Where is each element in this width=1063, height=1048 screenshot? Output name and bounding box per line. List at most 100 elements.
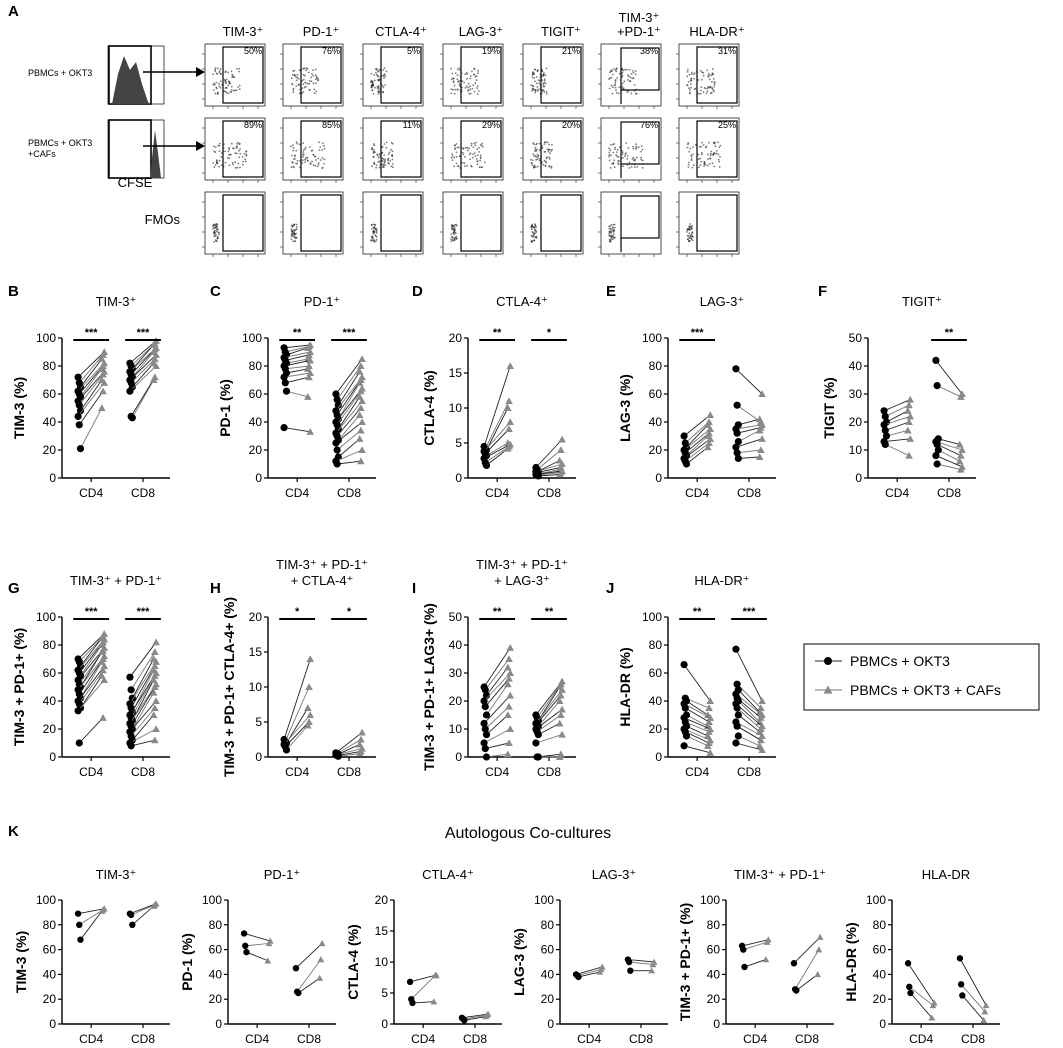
event-dot (707, 75, 710, 78)
pair-line (130, 686, 156, 727)
event-dot (375, 227, 378, 230)
pair-line (245, 942, 270, 947)
event-dot (535, 158, 537, 161)
event-dot (228, 164, 231, 167)
y-tick-label: 15 (449, 366, 463, 380)
event-dot (313, 88, 316, 91)
event-dot (542, 74, 545, 76)
gate-box (620, 121, 660, 165)
event-dot (391, 153, 393, 156)
gate-percent: 25% (718, 120, 736, 130)
point-pbmc-okt3-cafs (151, 736, 159, 744)
y-tick-label: 0 (547, 1017, 554, 1031)
event-dot (298, 69, 301, 72)
flow-plot: 20% (520, 117, 584, 183)
event-dot (457, 165, 460, 168)
point-pbmc-okt3-cafs (100, 676, 109, 684)
pair-line (80, 637, 103, 667)
event-dot (229, 153, 231, 156)
event-dot (321, 149, 323, 151)
event-dot (317, 79, 319, 82)
point-pbmc-okt3 (790, 960, 798, 967)
y-tick-label: 40 (449, 638, 463, 652)
point-pbmc-okt3 (481, 703, 489, 711)
point-pbmc-okt3-cafs (149, 688, 158, 696)
section-k-title: Autologous Co-cultures (445, 825, 611, 842)
plot-frame (204, 191, 266, 255)
y-tick-label: 80 (43, 638, 57, 652)
legend-frame (803, 643, 1040, 711)
event-dot (536, 86, 539, 88)
point-pbmc-okt3-cafs (504, 750, 512, 758)
event-dot (708, 86, 711, 88)
y-tick-label: 60 (707, 943, 721, 957)
event-dot (320, 159, 322, 161)
event-dot (373, 161, 376, 164)
event-dot (616, 155, 618, 158)
point-pbmc-okt3 (733, 429, 741, 437)
event-dot (235, 152, 238, 155)
event-dot (535, 229, 537, 232)
point-pbmc-okt3-cafs (304, 704, 312, 712)
event-dot (610, 76, 613, 79)
event-dot (385, 146, 388, 149)
y-tick-label: 40 (873, 967, 887, 981)
plot-frame (282, 117, 344, 181)
point-pbmc-okt3 (76, 921, 83, 928)
point-pbmc-okt3 (907, 989, 914, 997)
pair-line (535, 709, 563, 730)
pair-line (685, 721, 710, 733)
event-dot (290, 238, 293, 241)
event-dot (530, 162, 533, 165)
event-dot (536, 158, 539, 161)
event-dot (702, 91, 705, 94)
point-pbmc-okt3 (481, 745, 489, 753)
event-dot (539, 84, 542, 87)
pair-line (685, 707, 710, 723)
point-pbmc-okt3 (295, 989, 302, 997)
event-dot (234, 167, 237, 169)
event-dot (717, 158, 720, 161)
event-dot (543, 85, 546, 88)
point-pbmc-okt3-cafs (762, 956, 770, 963)
event-dot (690, 77, 693, 80)
pair-line (486, 407, 509, 451)
point-pbmc-okt3-cafs (504, 404, 512, 412)
event-dot (627, 79, 629, 81)
pair-line (485, 446, 510, 463)
point-pbmc-okt3 (128, 414, 136, 422)
event-dot (610, 70, 613, 73)
event-dot (215, 72, 218, 75)
event-dot (538, 158, 541, 160)
event-dot (459, 167, 462, 169)
y-tick-label: 0 (49, 1017, 56, 1031)
event-dot (712, 154, 715, 157)
event-dot (298, 143, 301, 146)
sig-stars: *** (85, 327, 99, 339)
gate-box (380, 46, 422, 104)
event-dot (301, 159, 304, 162)
event-dot (461, 151, 464, 154)
event-dot (225, 82, 228, 85)
point-pbmc-okt3 (280, 424, 288, 432)
pair-line (77, 679, 105, 712)
event-dot (373, 149, 375, 151)
event-dot (610, 154, 612, 157)
pair-line (336, 365, 362, 400)
event-dot (291, 154, 293, 157)
event-dot (689, 147, 692, 150)
event-dot (688, 73, 691, 76)
pair-line (538, 723, 560, 735)
event-dot (537, 69, 539, 71)
y-tick-label: 0 (655, 750, 662, 764)
event-dot (300, 68, 303, 71)
pair-line (336, 430, 362, 451)
event-dot (299, 166, 301, 169)
event-dot (484, 161, 486, 164)
event-dot (315, 90, 318, 93)
event-dot (450, 238, 452, 240)
event-dot (706, 164, 709, 167)
point-pbmc-okt3-cafs (980, 1016, 988, 1023)
plot-frame (204, 43, 266, 107)
event-dot (635, 145, 638, 148)
